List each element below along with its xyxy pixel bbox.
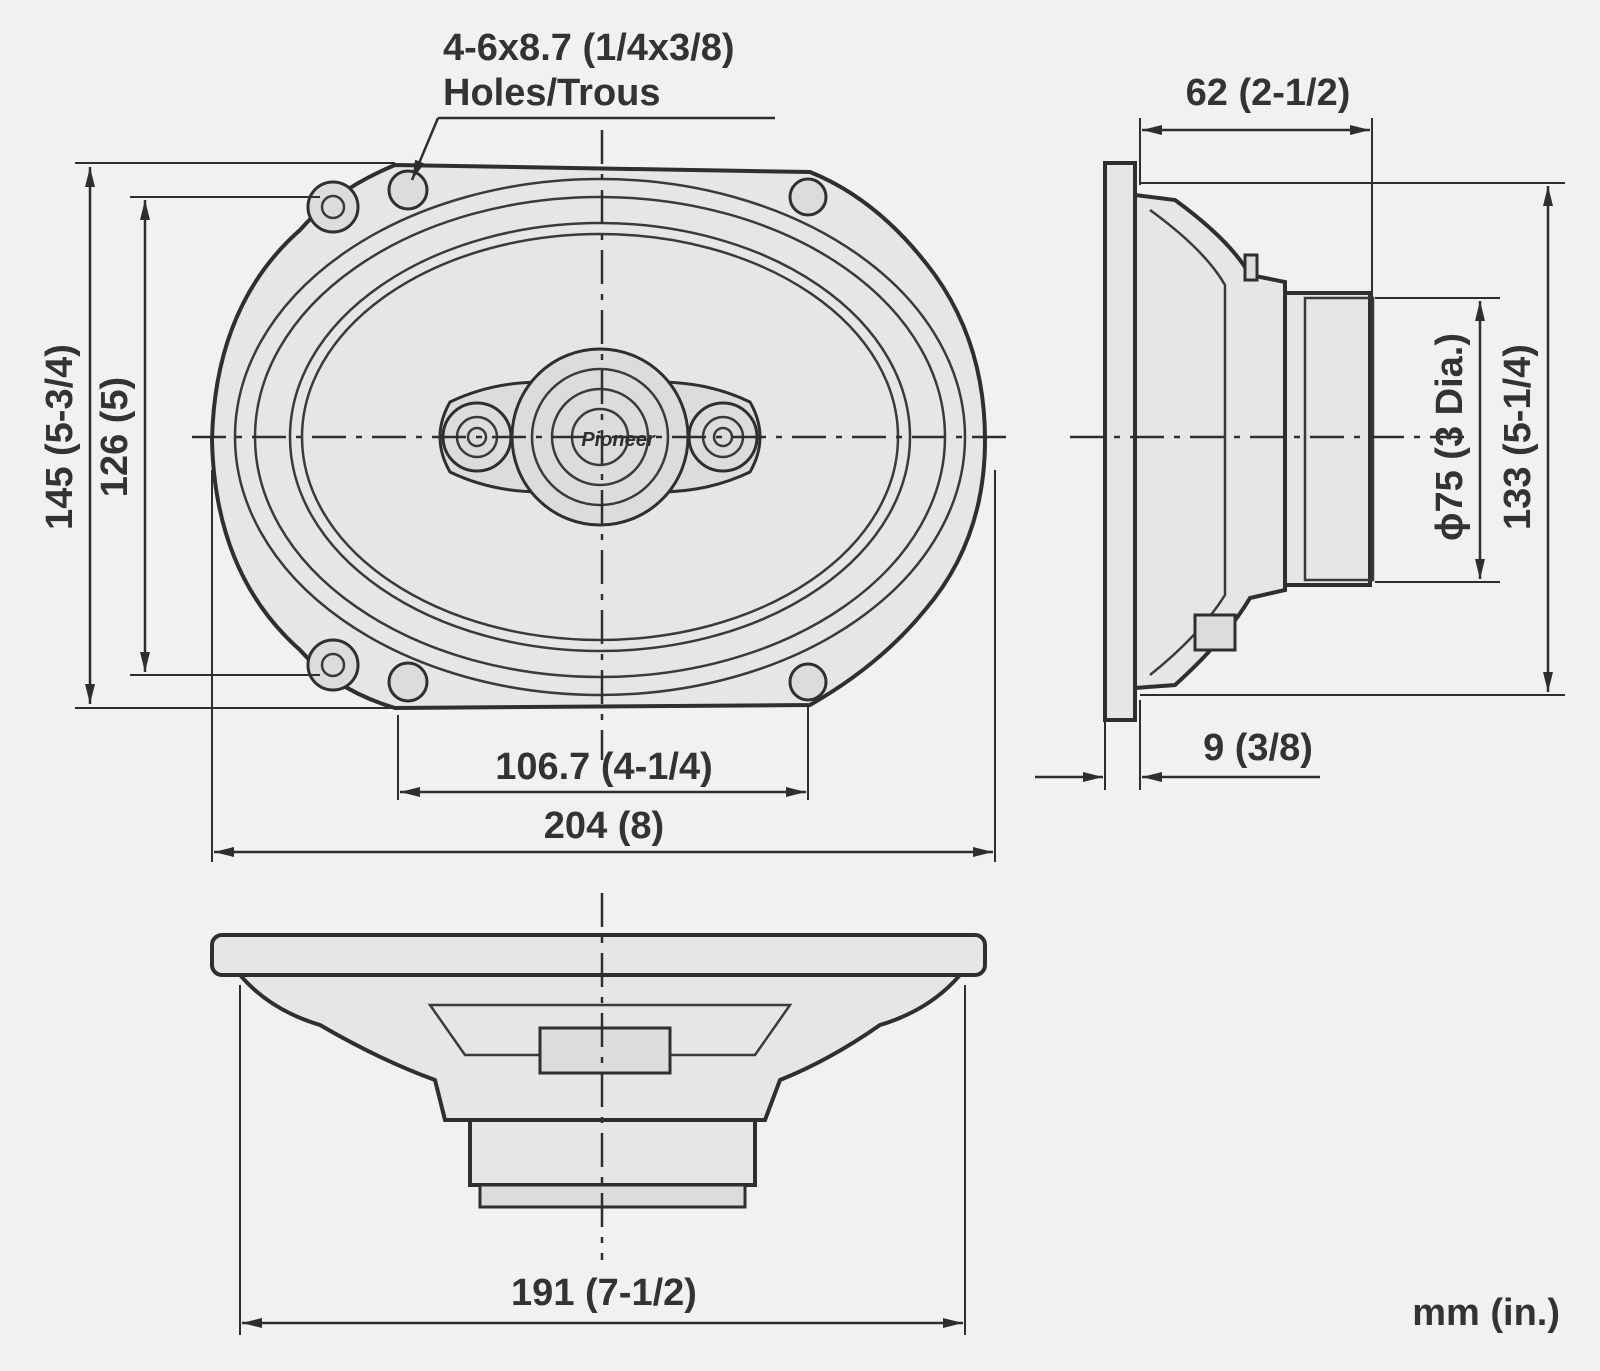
mounting-holes — [306, 169, 828, 703]
side-basket — [1133, 192, 1287, 691]
hole-tr — [788, 177, 828, 217]
bottom-view — [210, 893, 987, 1260]
bottom-basket-inner — [427, 1003, 793, 1057]
label-191: 191 (7-1/2) — [511, 1272, 697, 1314]
bottom-flange — [210, 933, 987, 977]
hole-bl — [387, 661, 429, 703]
bottom-magnet-cap — [478, 1183, 747, 1209]
label-126: 126 (5) — [94, 377, 136, 497]
holes-label-line1: 4-6x8.7 (1/4x3/8) — [443, 27, 735, 69]
mount-boss-bl — [306, 638, 360, 692]
bottom-terminals — [538, 1026, 672, 1075]
cone-oval — [288, 221, 912, 653]
label-133: 133 (5-1/4) — [1497, 344, 1539, 530]
holes-label-line2: Holes/Trous — [443, 72, 661, 114]
center-ring-1 — [530, 367, 670, 507]
side-view — [1070, 161, 1470, 722]
hole-br — [788, 662, 828, 702]
label-1067: 106.7 (4-1/4) — [495, 746, 713, 788]
label-204: 204 (8) — [544, 805, 664, 847]
side-tab-top — [1243, 253, 1259, 282]
label-62: 62 (2-1/2) — [1186, 72, 1351, 114]
label-145: 145 (5-3/4) — [39, 344, 81, 530]
mount-boss-bl-hole — [320, 652, 346, 678]
brand-logo: Pioneer — [581, 429, 656, 451]
bottom-magnet — [468, 1118, 757, 1187]
label-9: 9 (3/8) — [1203, 727, 1313, 769]
mount-boss-tl — [306, 180, 360, 234]
front-view: Pioneer — [192, 130, 1010, 760]
side-basket-inner — [1149, 208, 1227, 676]
left-tweeter-dome — [466, 426, 488, 448]
side-magnet-plate — [1303, 296, 1375, 582]
outer-oval — [233, 177, 967, 697]
label-75: ϕ75 (3 Dia.) — [1429, 333, 1471, 541]
side-magnet — [1283, 291, 1372, 587]
hole-tl — [387, 169, 429, 211]
side-terminal — [1193, 613, 1237, 652]
side-flange — [1103, 161, 1137, 722]
dimensions: 4-6x8.7 (1/4x3/8) Holes/Trous 145 (5-3/4… — [39, 27, 1565, 1335]
mount-boss-tl-hole — [320, 194, 346, 220]
holes-leader — [410, 117, 440, 181]
units-label: mm (in.) — [1412, 1292, 1560, 1334]
